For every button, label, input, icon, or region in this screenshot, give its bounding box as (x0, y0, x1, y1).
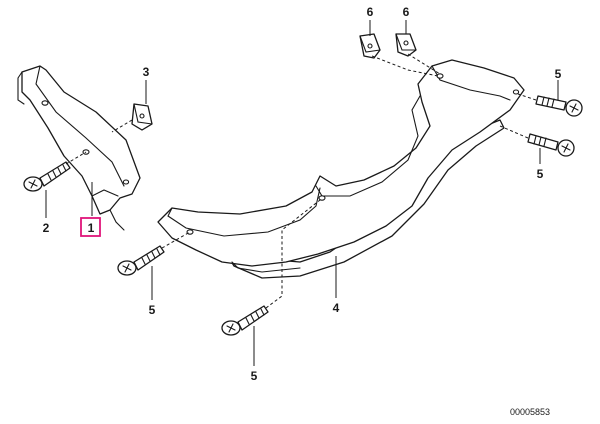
part-5-screw-front-left (117, 245, 165, 276)
handle-top-surface (157, 59, 525, 267)
dash-screw2-to-cover (65, 151, 87, 165)
handle-inner-curve (315, 95, 421, 197)
callout-3[interactable]: 3 (143, 65, 150, 79)
dash-screw5b-to-handle (265, 199, 321, 309)
screw-5b-thread (245, 308, 265, 325)
callout-labels: 1 2 3 4 5 5 5 5 6 6 (43, 5, 562, 383)
part-1-trim-cover (17, 65, 141, 231)
part-5-screw-rear-upper (535, 95, 583, 117)
screw-5c-socket (569, 103, 579, 113)
callout-5-bottom[interactable]: 5 (251, 369, 258, 383)
part-6-clip-nut-right (395, 33, 417, 57)
trim-cover-hole-lower (122, 179, 130, 185)
callout-1[interactable]: 1 (88, 221, 95, 235)
handle-lower-crease (231, 261, 301, 273)
clip-nut-6a-fold (359, 35, 381, 53)
trim-cover-inner-edge (35, 65, 125, 187)
screw-5a-socket (122, 263, 132, 273)
assembly-lines (65, 53, 537, 309)
dash-clip6a-to-handle (371, 55, 439, 77)
screw-2-thread (47, 164, 67, 181)
clip-nut-6a-hole (367, 43, 373, 49)
screw-2-socket (28, 179, 38, 189)
clip-nut-hole (139, 113, 145, 119)
callout-6-right[interactable]: 6 (403, 5, 410, 19)
callout-6-left[interactable]: 6 (367, 5, 374, 19)
callout-2[interactable]: 2 (43, 221, 50, 235)
handle-hole-rear-top (436, 73, 444, 79)
clip-nut-6b-hole (403, 40, 409, 46)
handle-hole-rear-mid (512, 89, 520, 95)
clip-nut-6b-fold (395, 33, 417, 51)
callout-5-front-left[interactable]: 5 (149, 303, 156, 317)
part-5-screw-bottom (221, 305, 269, 336)
screw-5b-socket (226, 323, 236, 333)
screw-5d-shank (527, 133, 559, 151)
part-2-screw (23, 161, 71, 192)
dash-clip6b-to-handle (407, 53, 441, 75)
screw-5d-socket (561, 143, 571, 153)
handle-rim (167, 187, 321, 237)
trim-cover-lower-edge (91, 189, 119, 197)
callout-4[interactable]: 4 (333, 301, 340, 315)
part-6-clip-nut-left (359, 33, 381, 59)
handle-hole-front-right (318, 195, 326, 201)
callout-5-rear-lower[interactable]: 5 (537, 167, 544, 181)
screw-5a-thread (141, 248, 161, 265)
part-4-handle (157, 59, 525, 279)
selected-callout-highlight (80, 217, 101, 237)
part-3-clip-nut (131, 103, 153, 131)
trim-cover-tab (109, 209, 125, 231)
leader-lines (45, 20, 559, 366)
part-5-screw-rear-lower (527, 133, 575, 157)
trim-cover-hole-upper (41, 100, 49, 106)
screw-5c-shank (535, 95, 567, 111)
trim-cover-body (21, 65, 141, 215)
drawing-number: 00005853 (510, 407, 550, 417)
trim-cover-flange (17, 71, 25, 105)
dash-clip3-to-cover (111, 119, 133, 133)
screw-5d-thread (533, 135, 547, 147)
callout-5-rear-upper[interactable]: 5 (555, 67, 562, 81)
screw-5c-thread (541, 96, 555, 108)
clip-nut-fold (133, 103, 153, 125)
